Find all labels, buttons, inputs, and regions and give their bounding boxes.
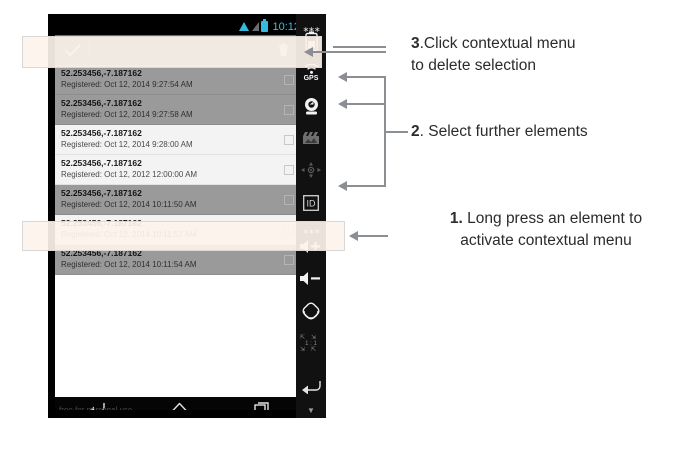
list-item[interactable]: 52.253456,-7.187162 Registered: Oct 12, … (55, 185, 304, 215)
signal-triangle-icon (252, 22, 260, 31)
list-item-title: 52.253456,-7.187162 (61, 188, 142, 198)
highlight-box-step3 (22, 36, 322, 68)
connector-line-step2-b (347, 103, 386, 105)
caption-step3: 3.Click contextual menu to delete select… (411, 33, 681, 77)
connector-line-step2-c (347, 185, 386, 187)
list-item-checkbox[interactable] (284, 134, 294, 145)
android-nav-bar: free for personal use (55, 397, 304, 410)
connector-line-step3-top (333, 46, 386, 48)
connector-line-step1 (358, 235, 388, 237)
list-item-checkbox[interactable] (284, 194, 294, 205)
phone-screen: 10:12 52.253456,-7.187162 (55, 18, 304, 410)
recents-icon[interactable] (253, 401, 272, 410)
arrow-step2-b (338, 99, 347, 109)
squiggle-icon: ∗∗∗ (302, 25, 320, 35)
rail-video-clapper-icon[interactable] (296, 122, 326, 154)
list-item-title: 52.253456,-7.187162 (61, 158, 142, 168)
rail-fit-label: ⇱⇲ 1 : 1 ⇲⇱ (299, 334, 323, 353)
home-icon[interactable] (170, 401, 189, 410)
arrow-step2-a (338, 72, 347, 82)
list-item-checkbox[interactable] (284, 74, 294, 85)
list-item-checkbox[interactable] (284, 254, 294, 265)
arrow-step2-c (338, 181, 347, 191)
arrow-step3 (304, 47, 313, 57)
list-empty-area (55, 275, 304, 397)
rail-gps-label: GPS (303, 75, 319, 83)
connector-line-step2-a (347, 76, 386, 78)
rail-squiggle-top: ∗∗∗ (296, 14, 326, 46)
highlight-box-step1 (22, 221, 345, 251)
list-item-subtitle: Registered: Oct 12, 2014 9:28:00 AM (61, 140, 193, 149)
caption-step2: 2. Select further elements (411, 121, 681, 143)
status-bar-icons (239, 19, 269, 32)
list-item-subtitle: Registered: Oct 12, 2014 10:11:54 AM (61, 260, 197, 269)
list-item-title: 52.253456,-7.187162 (61, 248, 142, 258)
rail-chevron-down-icon[interactable]: ▼ (296, 402, 326, 418)
battery-icon (261, 19, 269, 32)
svg-text:ID: ID (307, 198, 317, 208)
list-item-title: 52.253456,-7.187162 (61, 68, 142, 78)
chevron-down-glyph: ▼ (307, 405, 315, 415)
caption-step2-text: . Select further elements (419, 123, 588, 140)
connector-line-step2-label (386, 131, 408, 133)
watermark-text: free for personal use (59, 405, 133, 411)
caption-step2-number: 2 (411, 123, 420, 140)
rail-volume-down-button[interactable] (296, 262, 326, 294)
list-item[interactable]: 52.253456,-7.187162 Registered: Oct 12, … (55, 95, 304, 125)
list-item-subtitle: Registered: Oct 12, 2014 9:27:54 AM (61, 80, 193, 89)
rail-webcam-icon[interactable] (296, 89, 326, 121)
list-item[interactable]: 52.253456,-7.187162 Registered: Oct 12, … (55, 65, 304, 95)
list-item-title: 52.253456,-7.187162 (61, 128, 142, 138)
caption-step3-number: 3 (411, 35, 420, 52)
list-item-subtitle: Registered: Oct 12, 2012 12:00:00 AM (61, 170, 198, 179)
caption-step3-text2: to delete selection (411, 57, 536, 74)
rail-fit-one-to-one-button[interactable]: ⇱⇲ 1 : 1 ⇲⇱ (296, 327, 326, 359)
status-bar-clock: 10:12 (272, 20, 300, 33)
arrow-step1 (349, 231, 358, 241)
list-item-subtitle: Registered: Oct 12, 2014 9:27:58 AM (61, 110, 193, 119)
back-icon[interactable] (87, 401, 106, 410)
rail-dpad-icon[interactable] (296, 154, 326, 186)
caption-step1: 1. Long press an element to activate con… (406, 208, 686, 252)
phone-device-frame: 10:12 52.253456,-7.187162 (48, 14, 318, 418)
caption-step1-text: Long press an element to (462, 210, 643, 227)
caption-step3-text: .Click contextual menu (419, 35, 576, 52)
emulator-side-rail: ∗∗∗ GPS (296, 14, 326, 418)
list-item-subtitle: Registered: Oct 12, 2014 10:11:50 AM (61, 200, 197, 209)
list-item-title: 52.253456,-7.187162 (61, 98, 142, 108)
rail-rotate-icon[interactable] (296, 295, 326, 327)
caption-step1-number: 1. (449, 210, 463, 227)
list-item[interactable]: 52.253456,-7.187162 Registered: Oct 12, … (55, 125, 304, 155)
list-item-checkbox[interactable] (284, 164, 294, 175)
connector-line-step2-vertical (384, 76, 386, 187)
wifi-icon (239, 22, 250, 31)
list-item-checkbox[interactable] (284, 104, 294, 115)
caption-step1-text2: activate contextual menu (460, 232, 632, 249)
connector-line-step3 (313, 51, 386, 53)
rail-id-badge-icon[interactable]: ID (296, 187, 326, 219)
status-bar: 10:12 (55, 18, 304, 35)
rail-back-arrow-icon[interactable] (296, 370, 326, 402)
list-item[interactable]: 52.253456,-7.187162 Registered: Oct 12, … (55, 155, 304, 185)
